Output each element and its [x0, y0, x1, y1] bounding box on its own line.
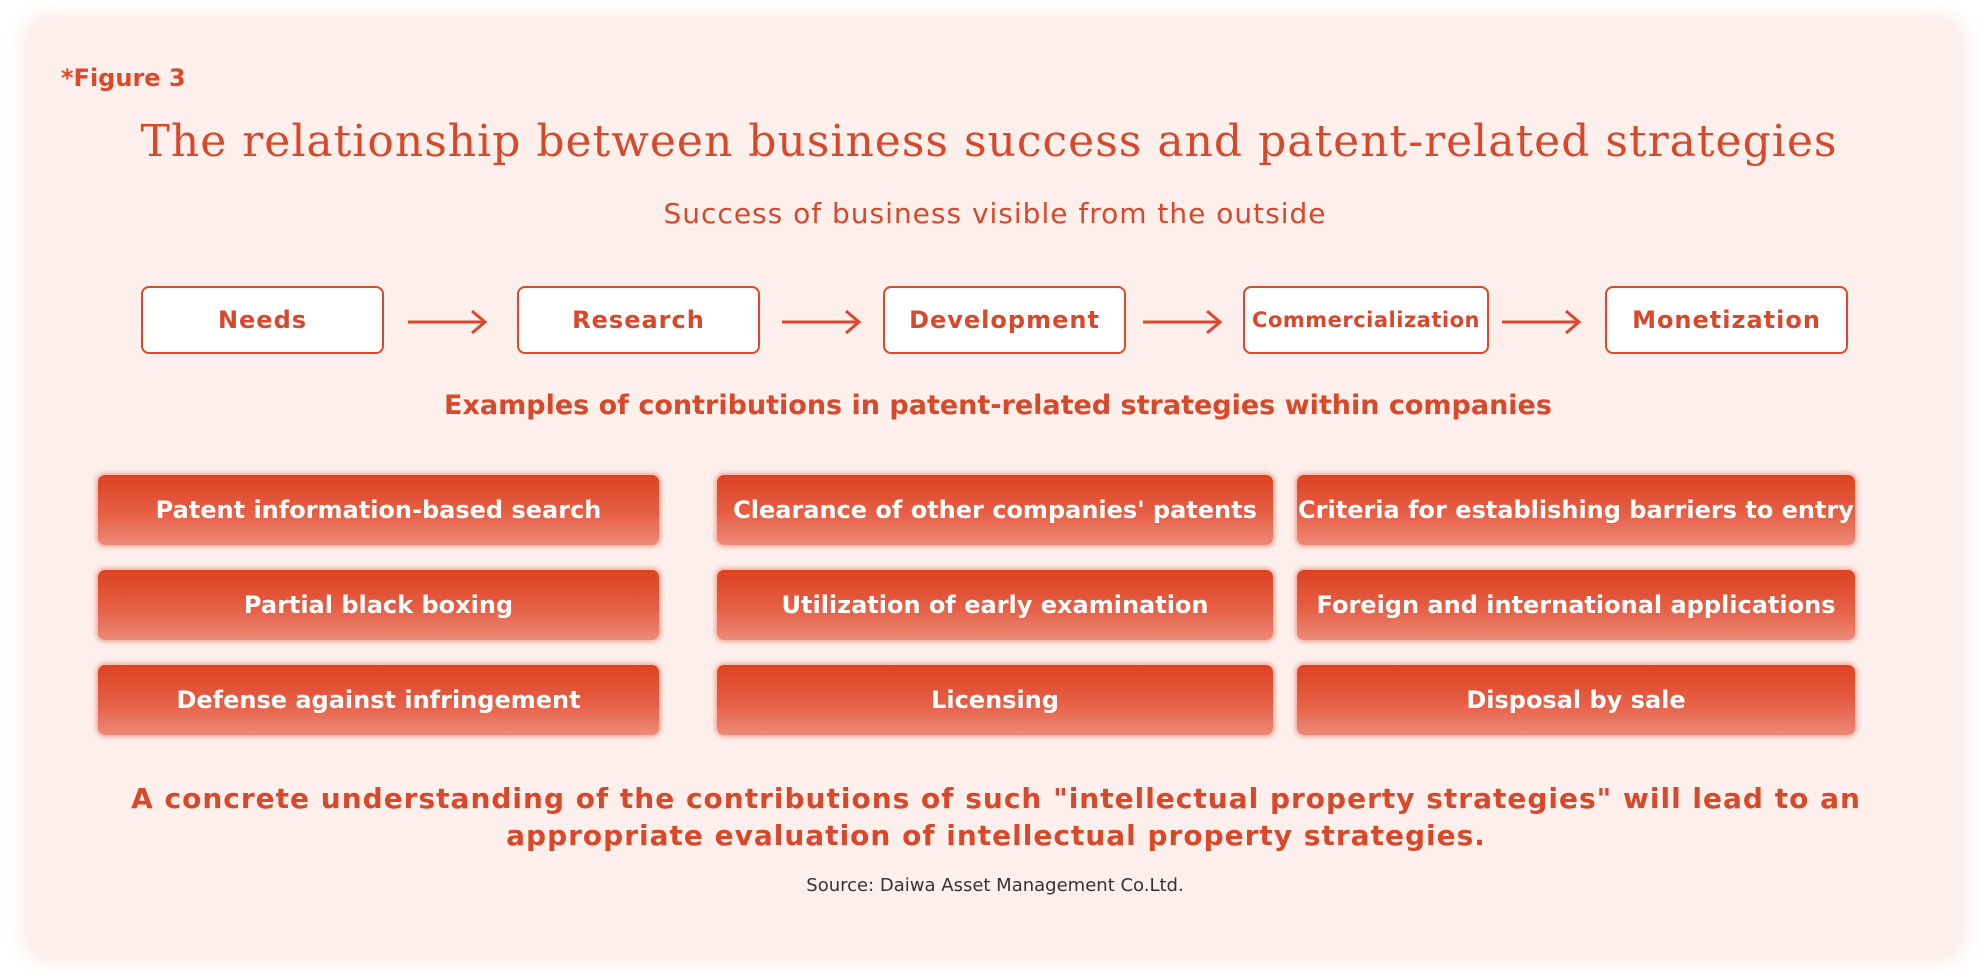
example-tile: Licensing: [717, 665, 1273, 735]
figure-title: The relationship between business succes…: [140, 116, 1838, 167]
example-tile: Clearance of other companies' patents: [717, 475, 1273, 545]
example-tile: Criteria for establishing barriers to en…: [1297, 475, 1855, 545]
arrow-right-icon: [1502, 309, 1582, 335]
example-tile: Disposal by sale: [1297, 665, 1855, 735]
step-development: Development: [883, 286, 1126, 354]
step-commercialization: Commercialization: [1243, 286, 1489, 354]
step-monetization: Monetization: [1605, 286, 1848, 354]
example-tile: Utilization of early examination: [717, 570, 1273, 640]
arrow-right-icon: [408, 309, 488, 335]
step-needs: Needs: [141, 286, 384, 354]
example-tile: Partial black boxing: [98, 570, 659, 640]
arrow-right-icon: [782, 309, 862, 335]
source-note: Source: Daiwa Asset Management Co.Ltd.: [806, 875, 1184, 896]
examples-heading: Examples of contributions in patent-rela…: [444, 390, 1552, 421]
example-tile: Foreign and international applications: [1297, 570, 1855, 640]
example-tile: Defense against infringement: [98, 665, 659, 735]
figure-label: *Figure 3: [61, 64, 186, 92]
step-research: Research: [517, 286, 760, 354]
conclusion-text: A concrete understanding of the contribu…: [131, 782, 1861, 852]
example-tile: Patent information-based search: [98, 475, 659, 545]
arrow-right-icon: [1143, 309, 1223, 335]
process-subtitle: Success of business visible from the out…: [663, 197, 1327, 230]
